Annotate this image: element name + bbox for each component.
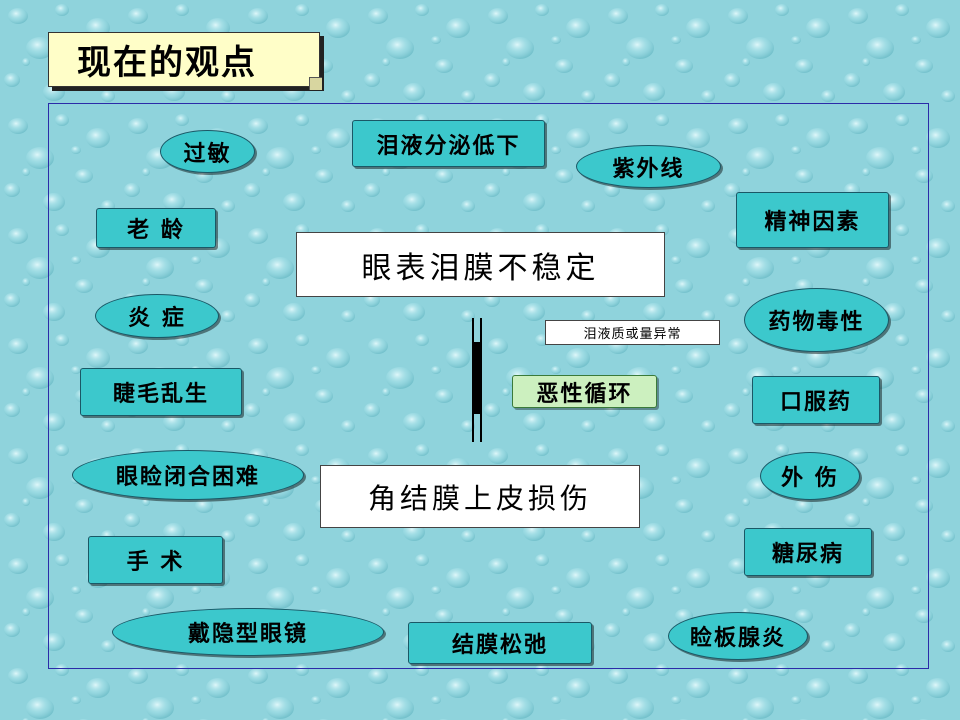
factor-aging: 老 龄	[96, 208, 216, 248]
tear-film-instability-box: 眼表泪膜不稳定	[296, 232, 665, 297]
factor-meibomianitis: 睑板腺炎	[668, 612, 808, 660]
factor-oral-medication: 口服药	[752, 376, 880, 424]
factor-inflammation: 炎 症	[95, 294, 219, 338]
factor-psychological: 精神因素	[736, 192, 889, 248]
factor-contact-lens: 戴隐型眼镜	[112, 608, 384, 656]
factor-diabetes: 糖尿病	[744, 528, 872, 576]
factor-tear-secretion: 泪液分泌低下	[352, 120, 545, 167]
factor-surgery: 手 术	[88, 536, 223, 584]
tear-abnormality-note: 泪液质或量异常	[545, 320, 720, 345]
title-fold-corner	[309, 77, 322, 90]
vicious-cycle-label: 恶性循环	[512, 375, 657, 408]
cycle-arrow	[472, 318, 482, 442]
factor-drug-toxicity: 药物毒性	[744, 288, 889, 352]
epithelial-damage-box: 角结膜上皮损伤	[320, 465, 640, 528]
factor-ultraviolet: 紫外线	[576, 145, 721, 188]
diagram-frame	[48, 103, 929, 669]
factor-trauma: 外 伤	[760, 452, 860, 500]
slide-title: 现在的观点	[48, 32, 320, 87]
factor-conjunctivochalasis: 结膜松弛	[408, 622, 592, 664]
factor-trichiasis: 睫毛乱生	[80, 368, 242, 416]
factor-lid-closure: 眼睑闭合困难	[72, 450, 304, 500]
factor-allergy: 过敏	[160, 130, 255, 173]
